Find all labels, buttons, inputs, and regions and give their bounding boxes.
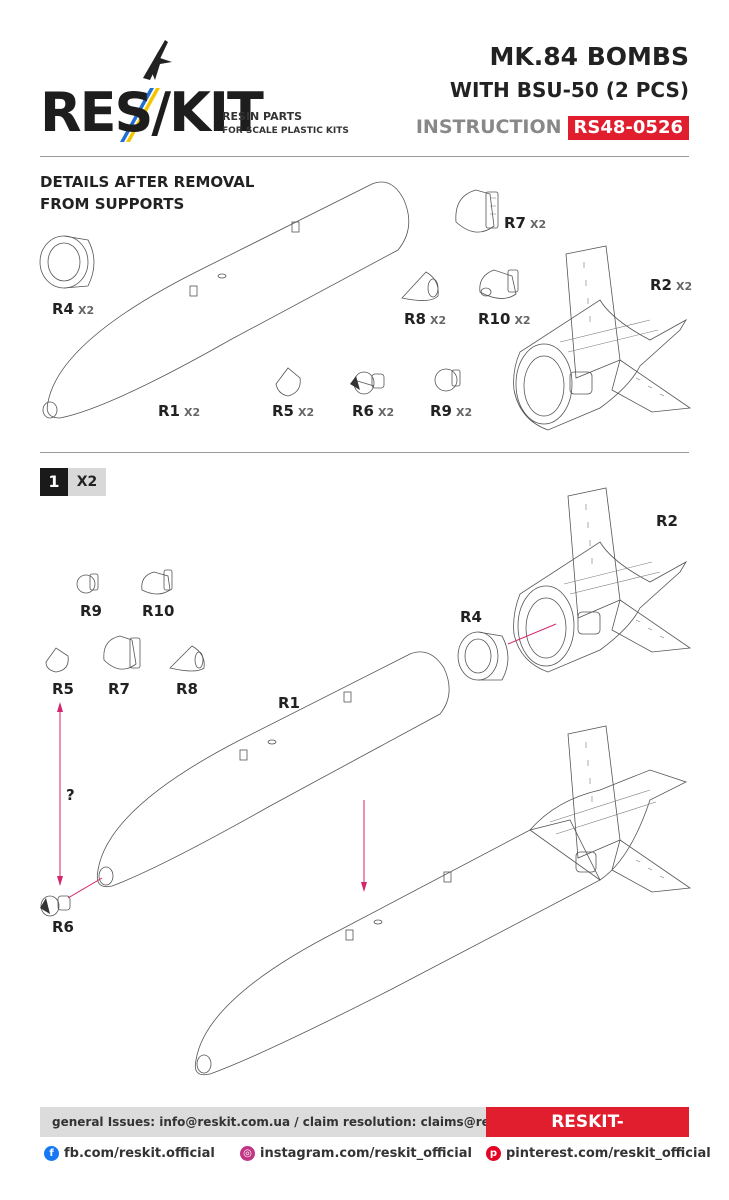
- part-r8-drawing: [401, 271, 439, 301]
- instagram-link[interactable]: ◎ instagram.com/reskit_official: [240, 1146, 472, 1161]
- page-subtitle: WITH BSU-50 (2 PCS): [449, 78, 689, 102]
- facebook-text: fb.com/reskit.official: [64, 1146, 215, 1161]
- header-divider: [40, 156, 689, 157]
- step1-r6-drawing: [40, 895, 71, 917]
- step1-drawing: [40, 487, 692, 1076]
- contact-bar: general Issues: info@reskit.com.ua / cla…: [40, 1107, 486, 1137]
- step1-label-r7: R7: [108, 680, 130, 698]
- logo-wordmark: RES/KIT: [40, 81, 264, 144]
- page-title: MK.84 BOMBS: [489, 42, 690, 71]
- assembled-bomb-drawing: [194, 725, 692, 1076]
- step1-label-r4: R4: [460, 608, 482, 626]
- details-heading-line1: DETAILS AFTER REMOVAL: [40, 173, 255, 191]
- step-number-badge: 1: [40, 468, 68, 496]
- step1-label-r10: R10: [142, 602, 175, 620]
- step1-label-r9: R9: [80, 602, 102, 620]
- step1-r5-drawing: [45, 647, 69, 673]
- step-quantity-badge: X2: [68, 468, 106, 496]
- part-r2-drawing: [513, 245, 692, 431]
- section-divider: [40, 452, 689, 453]
- website-link[interactable]: RESKIT-MODELS.COM: [486, 1107, 689, 1162]
- part-r10-drawing: [479, 269, 519, 299]
- step1-label-r5: R5: [52, 680, 74, 698]
- pinterest-link[interactable]: p pinterest.com/reskit_official: [486, 1146, 711, 1161]
- facebook-link[interactable]: f fb.com/reskit.official: [44, 1146, 215, 1161]
- part-r9-drawing: [434, 368, 461, 392]
- part-r6-drawing: [350, 371, 385, 395]
- step1-r9-drawing: [76, 573, 99, 594]
- step1-label-r1: R1: [278, 694, 300, 712]
- part-r1-drawing: [42, 181, 410, 419]
- part-r4-drawing: [39, 235, 95, 289]
- part-r7-drawing: [455, 189, 499, 233]
- step1-r10-drawing: [141, 569, 173, 595]
- brand-tagline-2: FOR SCALE PLASTIC KITS: [222, 126, 349, 136]
- step1-r4-drawing: [457, 631, 509, 681]
- step1-question-mark: ?: [66, 786, 75, 804]
- instruction-label: INSTRUCTION: [415, 116, 562, 139]
- step1-label-r6: R6: [52, 918, 74, 936]
- step1-r7-drawing: [103, 635, 141, 670]
- pinterest-icon: p: [486, 1146, 501, 1161]
- logo-jet-icon: [120, 40, 172, 142]
- brand-tagline-1: RESIN PARTS: [222, 110, 303, 123]
- step1-r8-drawing: [169, 645, 205, 672]
- step1-r1-drawing: [96, 651, 450, 888]
- facebook-icon: f: [44, 1146, 59, 1161]
- instagram-text: instagram.com/reskit_official: [260, 1146, 472, 1161]
- part-r5-drawing: [275, 367, 301, 397]
- instruction-row: INSTRUCTION RS48-0526: [416, 116, 689, 140]
- step1-r2-drawing: [513, 487, 692, 673]
- instagram-icon: ◎: [240, 1146, 255, 1161]
- details-heading: DETAILS AFTER REMOVAL FROM SUPPORTS: [40, 172, 254, 216]
- step1-label-r8: R8: [176, 680, 198, 698]
- pinterest-text: pinterest.com/reskit_official: [506, 1146, 711, 1161]
- details-heading-line2: FROM SUPPORTS: [40, 194, 185, 213]
- step1-label-r2: R2: [656, 512, 678, 530]
- assembly-arrows: [57, 623, 557, 899]
- product-code-badge: RS48-0526: [567, 116, 689, 140]
